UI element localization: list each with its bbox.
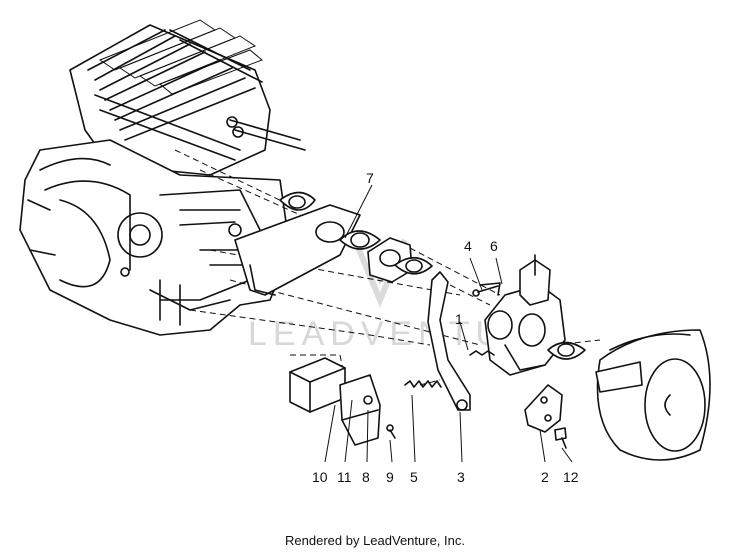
bolt <box>554 427 567 449</box>
mounting-bracket <box>234 204 361 296</box>
callout-1: 1 <box>455 311 463 327</box>
callout-7: 7 <box>366 170 374 186</box>
bracket-plate <box>524 384 563 433</box>
control-link <box>427 271 471 411</box>
callout-10: 10 <box>312 469 328 485</box>
carb-gasket <box>547 341 586 360</box>
air-filter <box>595 329 711 461</box>
leader-lines <box>324 184 573 463</box>
callout-5: 5 <box>410 469 418 485</box>
spring <box>404 380 442 388</box>
callout-2: 2 <box>541 469 549 485</box>
callout-12: 12 <box>563 469 579 485</box>
callout-4: 4 <box>464 238 472 254</box>
engine-block <box>19 19 306 336</box>
callout-8: 8 <box>362 469 370 485</box>
gasket-3 <box>394 256 433 275</box>
parts-diagram: LEADVENTURE <box>19 19 711 463</box>
callout-9: 9 <box>386 469 394 485</box>
screw <box>472 285 499 297</box>
solenoid-assembly <box>289 357 396 446</box>
gasket-1 <box>279 191 316 211</box>
callout-3: 3 <box>457 469 465 485</box>
callout-11: 11 <box>337 469 352 485</box>
callout-6: 6 <box>490 238 498 254</box>
carburetor <box>469 254 566 376</box>
gasket-2 <box>339 230 381 250</box>
footer-credit: Rendered by LeadVenture, Inc. <box>285 533 465 548</box>
